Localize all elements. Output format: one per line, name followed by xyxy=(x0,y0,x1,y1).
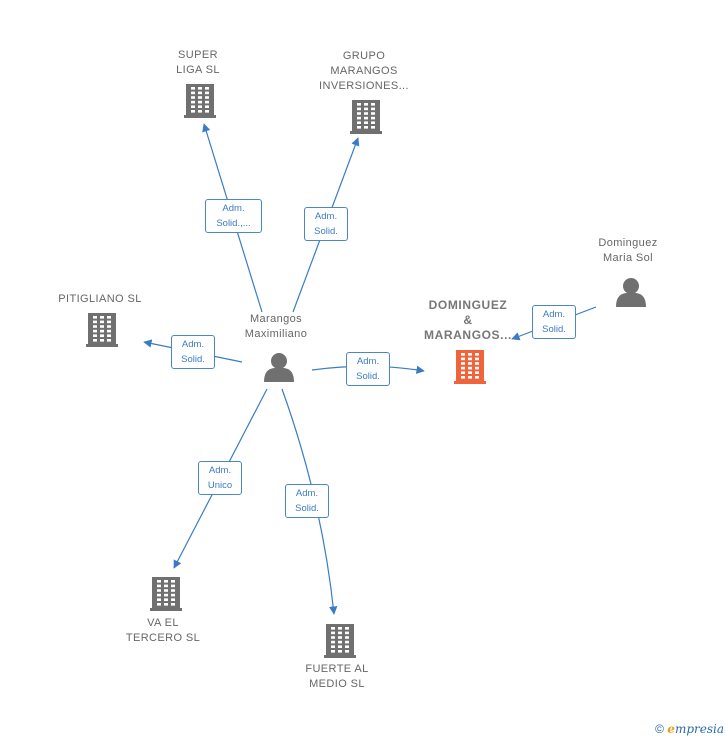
brand-logo: empresia xyxy=(667,722,724,736)
brand-rest: mpresia xyxy=(674,722,724,736)
node-label-line: MARANGOS xyxy=(330,65,398,77)
node-label-line: Dominguez xyxy=(598,237,658,249)
copyright-icon: © xyxy=(655,722,664,736)
node-label-line: Maria Sol xyxy=(602,252,654,264)
node-label-line: Marangos xyxy=(249,313,303,325)
person-icon xyxy=(264,353,294,382)
relation-badge-super-liga[interactable]: Adm. Solid.,... xyxy=(205,199,262,233)
building-icon xyxy=(150,577,182,611)
relation-badge-maria-to-dominguez[interactable]: Adm. Solid. xyxy=(532,305,576,339)
node-grupo-marangos[interactable]: GRUPO MARANGOS INVERSIONES... xyxy=(304,49,424,94)
building-icon xyxy=(350,100,382,134)
building-icon xyxy=(454,350,486,384)
node-label-line: Maximiliano xyxy=(244,328,308,340)
relation-label-line: Unico xyxy=(207,480,233,491)
relation-label-line: Adm. xyxy=(542,309,566,320)
node-super-liga[interactable]: SUPER LIGA SL xyxy=(158,48,238,78)
building-icon xyxy=(86,313,118,347)
node-dominguez-maria-sol[interactable]: Dominguez Maria Sol xyxy=(578,236,678,266)
building-icon xyxy=(324,624,356,658)
node-label-line: DOMINGUEZ xyxy=(428,298,508,312)
relation-label-line: Solid. xyxy=(542,324,566,335)
node-label-line: GRUPO xyxy=(342,50,386,62)
node-label-line: TERCERO SL xyxy=(125,632,201,644)
node-va-el-tercero[interactable]: VA EL TERCERO SL xyxy=(113,616,213,646)
node-label-line: PITIGLIANO SL xyxy=(58,293,142,305)
relation-label-line: Adm. xyxy=(208,465,232,476)
node-marangos-maximiliano[interactable]: Marangos Maximiliano xyxy=(226,312,326,342)
relation-label-line: Adm. xyxy=(356,356,380,367)
person-icon xyxy=(616,278,646,307)
node-label-line: FUERTE AL xyxy=(305,663,369,675)
relation-label-line: Solid. xyxy=(181,354,205,365)
relation-label-line: Adm. xyxy=(314,211,338,222)
relation-badge-pitigliano[interactable]: Adm. Solid. xyxy=(171,335,215,369)
relation-label-line: Solid.,... xyxy=(216,218,251,229)
node-label-line: INVERSIONES... xyxy=(319,80,409,92)
node-pitigliano[interactable]: PITIGLIANO SL xyxy=(40,292,160,307)
footer-brand: © empresia xyxy=(655,722,724,736)
relation-label-line: Solid. xyxy=(314,226,338,237)
node-label-line: LIGA SL xyxy=(176,64,220,76)
node-label-line: SUPER xyxy=(178,49,218,61)
node-label-line: VA EL xyxy=(147,617,179,629)
node-label-line: & xyxy=(463,313,473,327)
relation-label-line: Adm. xyxy=(295,488,319,499)
relation-label-line: Solid. xyxy=(356,371,380,382)
node-fuerte-al-medio[interactable]: FUERTE AL MEDIO SL xyxy=(287,662,387,692)
relation-badge-fuerte[interactable]: Adm. Solid. xyxy=(285,484,329,518)
relation-badge-va-el-tercero[interactable]: Adm. Unico xyxy=(198,461,242,495)
relation-badge-dominguez-marangos[interactable]: Adm. Solid. xyxy=(346,352,390,386)
brand-first-letter: e xyxy=(667,722,675,736)
building-icon xyxy=(184,84,216,118)
relation-label-line: Solid. xyxy=(295,503,319,514)
node-dominguez-marangos[interactable]: DOMINGUEZ & MARANGOS... xyxy=(408,298,528,343)
relation-label-line: Adm. xyxy=(222,203,245,214)
relation-label-line: Adm. xyxy=(181,339,205,350)
node-label-line: MARANGOS... xyxy=(424,328,512,342)
node-label-line: MEDIO SL xyxy=(309,678,365,690)
relation-badge-grupo[interactable]: Adm. Solid. xyxy=(304,207,348,241)
